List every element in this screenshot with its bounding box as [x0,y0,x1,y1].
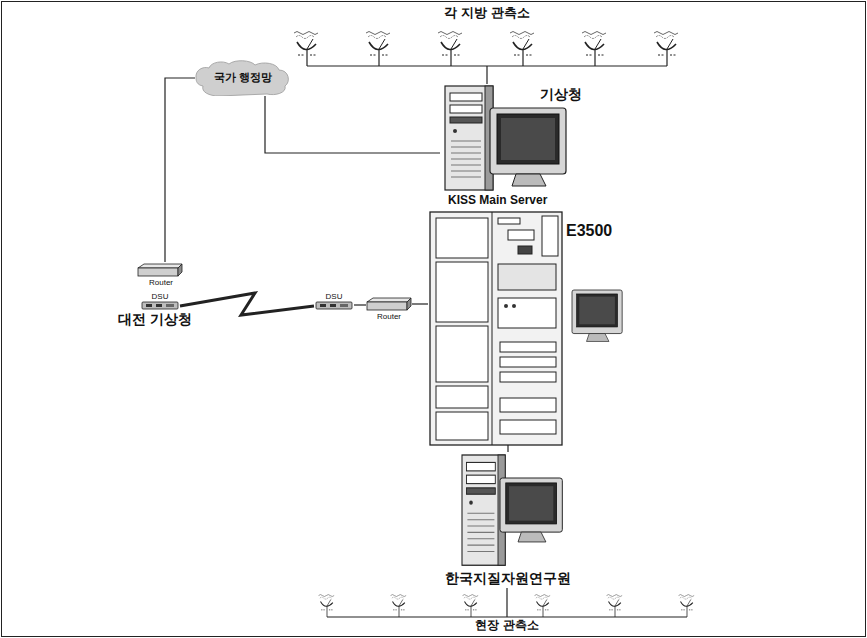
cloud-label: 국가 행정망 [214,71,272,84]
computer-node: 기상청 [440,84,588,192]
network-line [354,304,366,305]
dsu-box: DSU [140,292,180,310]
server-model: E3500 [566,222,612,240]
network-line [507,445,508,452]
network-line [265,96,440,153]
device-label: DSU [326,292,343,301]
network-line [165,78,195,262]
network-line [506,588,507,592]
group-heading: 각 지방 관측소 [444,6,529,21]
device-label: Router [377,312,401,321]
computer-label: 한국지질자원연구원 [445,570,571,586]
device-label: DSU [152,292,169,301]
server-node: KISS Main ServerE3500 [428,194,630,445]
computer-node: 한국지질자원연구원 [440,452,576,588]
router-box: Router [366,298,412,324]
network-line [412,303,428,304]
wireless-link [180,293,314,315]
router-box: Router [136,262,186,290]
network-cloud: 국가 행정망 [195,60,291,96]
group-heading: 현장 관측소 [475,619,538,633]
device-label: Router [149,278,173,287]
computer-label: 기상청 [540,86,582,102]
station-group: 각 지방 관측소 [287,4,687,66]
site-label: 대전 기상청 [118,311,192,327]
server-name: KISS Main Server [448,194,547,208]
dsu-box: DSU [314,292,354,310]
network-line [486,66,487,84]
station-group: 현장 관측소 [307,592,707,636]
